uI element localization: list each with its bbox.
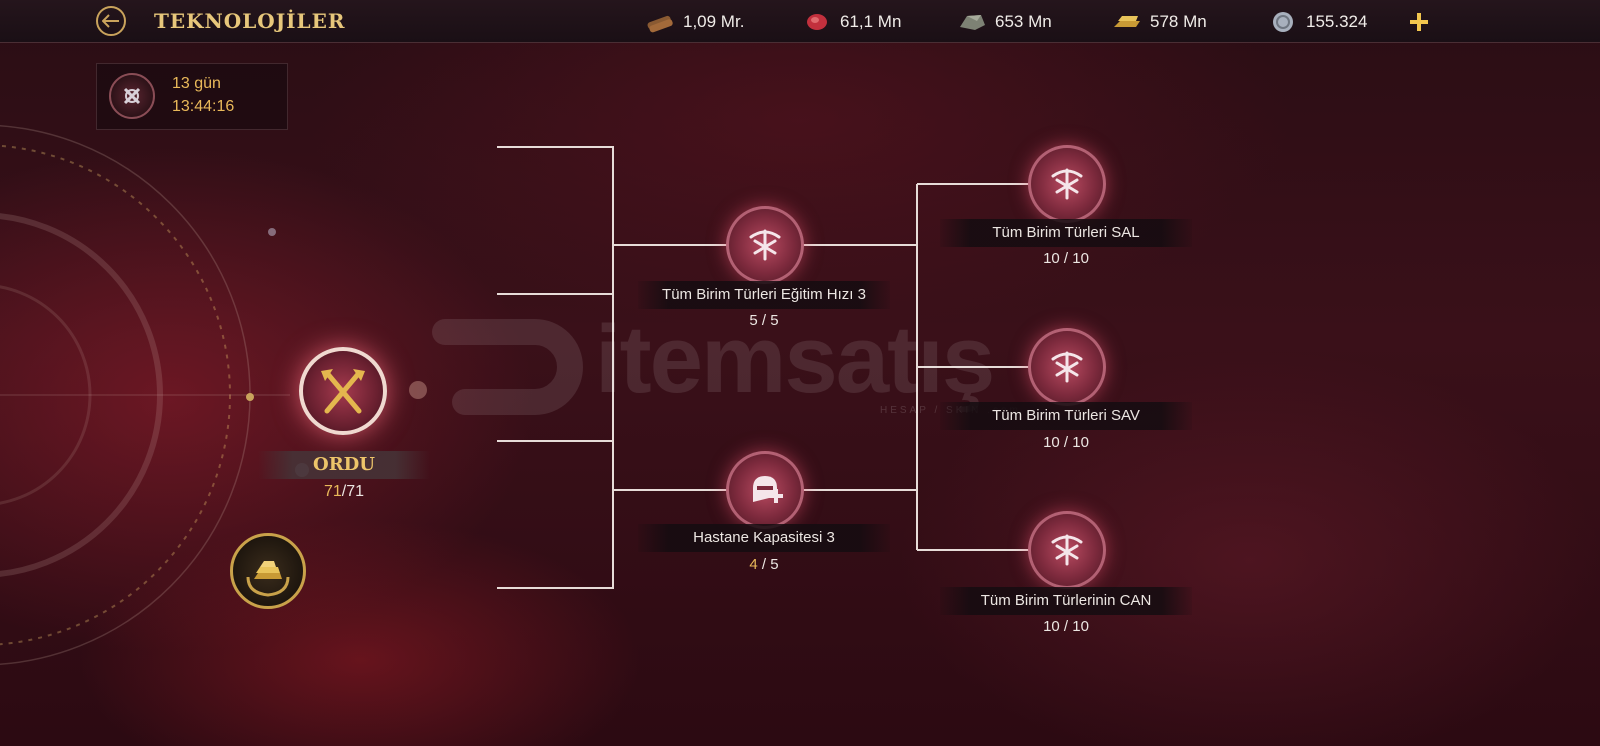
tech-node-hospital-capacity[interactable] xyxy=(726,451,804,529)
timer-days: 13 gün xyxy=(172,75,221,92)
top-bar: TEKNOLOJİLER 1,09 Mr. 61,1 Mn 653 Mn 578… xyxy=(0,0,1600,43)
progress-total: / 10 xyxy=(1059,618,1089,635)
tech-node-progress: 10 / 10 xyxy=(940,434,1192,451)
crossbow-icon xyxy=(1051,534,1083,566)
progress-current: 71 xyxy=(323,483,342,500)
progress-current: 10 xyxy=(1043,434,1060,451)
tech-node-progress: 10 / 10 xyxy=(940,250,1192,267)
plus-icon xyxy=(1410,13,1428,31)
category-ordu-label: ORDU xyxy=(258,451,430,479)
progress-total: / 10 xyxy=(1059,250,1089,267)
resource-stone[interactable]: 653 Mn xyxy=(957,10,1052,34)
gold-bar-icon xyxy=(1114,16,1140,27)
tech-node-progress: 10 / 10 xyxy=(940,618,1192,635)
research-timer[interactable]: 13 gün 13:44:16 xyxy=(96,63,288,130)
tech-node-attack[interactable] xyxy=(1028,145,1106,223)
resource-value: 653 Mn xyxy=(995,12,1052,31)
crossbow-icon xyxy=(1051,351,1083,383)
watermark: itemsatış xyxy=(405,305,995,422)
silver-coin-icon xyxy=(1273,12,1293,32)
helmet-plus-icon xyxy=(753,476,783,503)
resource-value: 61,1 Mn xyxy=(840,12,902,31)
research-timer-icon xyxy=(109,73,155,119)
tech-node-label: Hastane Kapasitesi 3 xyxy=(638,524,890,552)
tech-node-label: Tüm Birim Türleri SAV xyxy=(940,402,1192,430)
category-ordu-progress: 71/71 xyxy=(300,483,388,501)
progress-total: / 10 xyxy=(1059,434,1089,451)
progress-current: 10 xyxy=(1043,250,1060,267)
resource-gold[interactable]: 578 Mn xyxy=(1112,10,1207,34)
tech-node-progress: 4 / 5 xyxy=(638,556,890,573)
crossed-axes-icon xyxy=(321,369,365,414)
resource-wood[interactable]: 1,09 Mr. xyxy=(645,10,744,34)
resource-value: 1,09 Mr. xyxy=(683,12,745,31)
tech-node-label: Tüm Birim Türleri Eğitim Hızı 3 xyxy=(638,281,890,309)
resource-meat[interactable]: 61,1 Mn xyxy=(802,10,901,34)
tech-node-training-speed[interactable] xyxy=(726,206,804,284)
progress-current: 4 xyxy=(749,556,758,573)
tech-node-progress: 5 / 5 xyxy=(638,312,890,329)
wood-icon xyxy=(647,15,673,33)
add-currency-button[interactable] xyxy=(1406,9,1432,35)
page-title: TEKNOLOJİLER xyxy=(154,9,346,33)
progress-total: /71 xyxy=(341,483,365,500)
crossbow-icon xyxy=(1051,168,1083,200)
resource-value: 155.324 xyxy=(1306,12,1368,31)
resource-silver[interactable]: 155.324 xyxy=(1268,10,1367,34)
progress-current: 10 xyxy=(1043,618,1060,635)
timer-time: 13:44:16 xyxy=(172,98,235,115)
gold-bars-laurel-icon xyxy=(246,561,290,597)
tech-node-label: Tüm Birim Türlerinin CAN xyxy=(940,587,1192,615)
crossbow-icon xyxy=(749,229,781,261)
resource-value: 578 Mn xyxy=(1150,12,1207,31)
progress-current: 5 xyxy=(749,312,758,329)
tech-node-label: Tüm Birim Türleri SAL xyxy=(940,219,1192,247)
back-button[interactable] xyxy=(96,6,126,36)
back-arrow-icon xyxy=(102,14,119,28)
progress-total: / 5 xyxy=(757,556,779,573)
tech-node-defense[interactable] xyxy=(1028,328,1106,406)
meat-icon xyxy=(807,14,827,30)
gold-shop-button[interactable] xyxy=(230,533,306,609)
tech-node-health[interactable] xyxy=(1028,511,1106,589)
stone-icon xyxy=(960,15,985,30)
category-ordu-button[interactable] xyxy=(299,347,387,435)
progress-total: / 5 xyxy=(757,312,779,329)
